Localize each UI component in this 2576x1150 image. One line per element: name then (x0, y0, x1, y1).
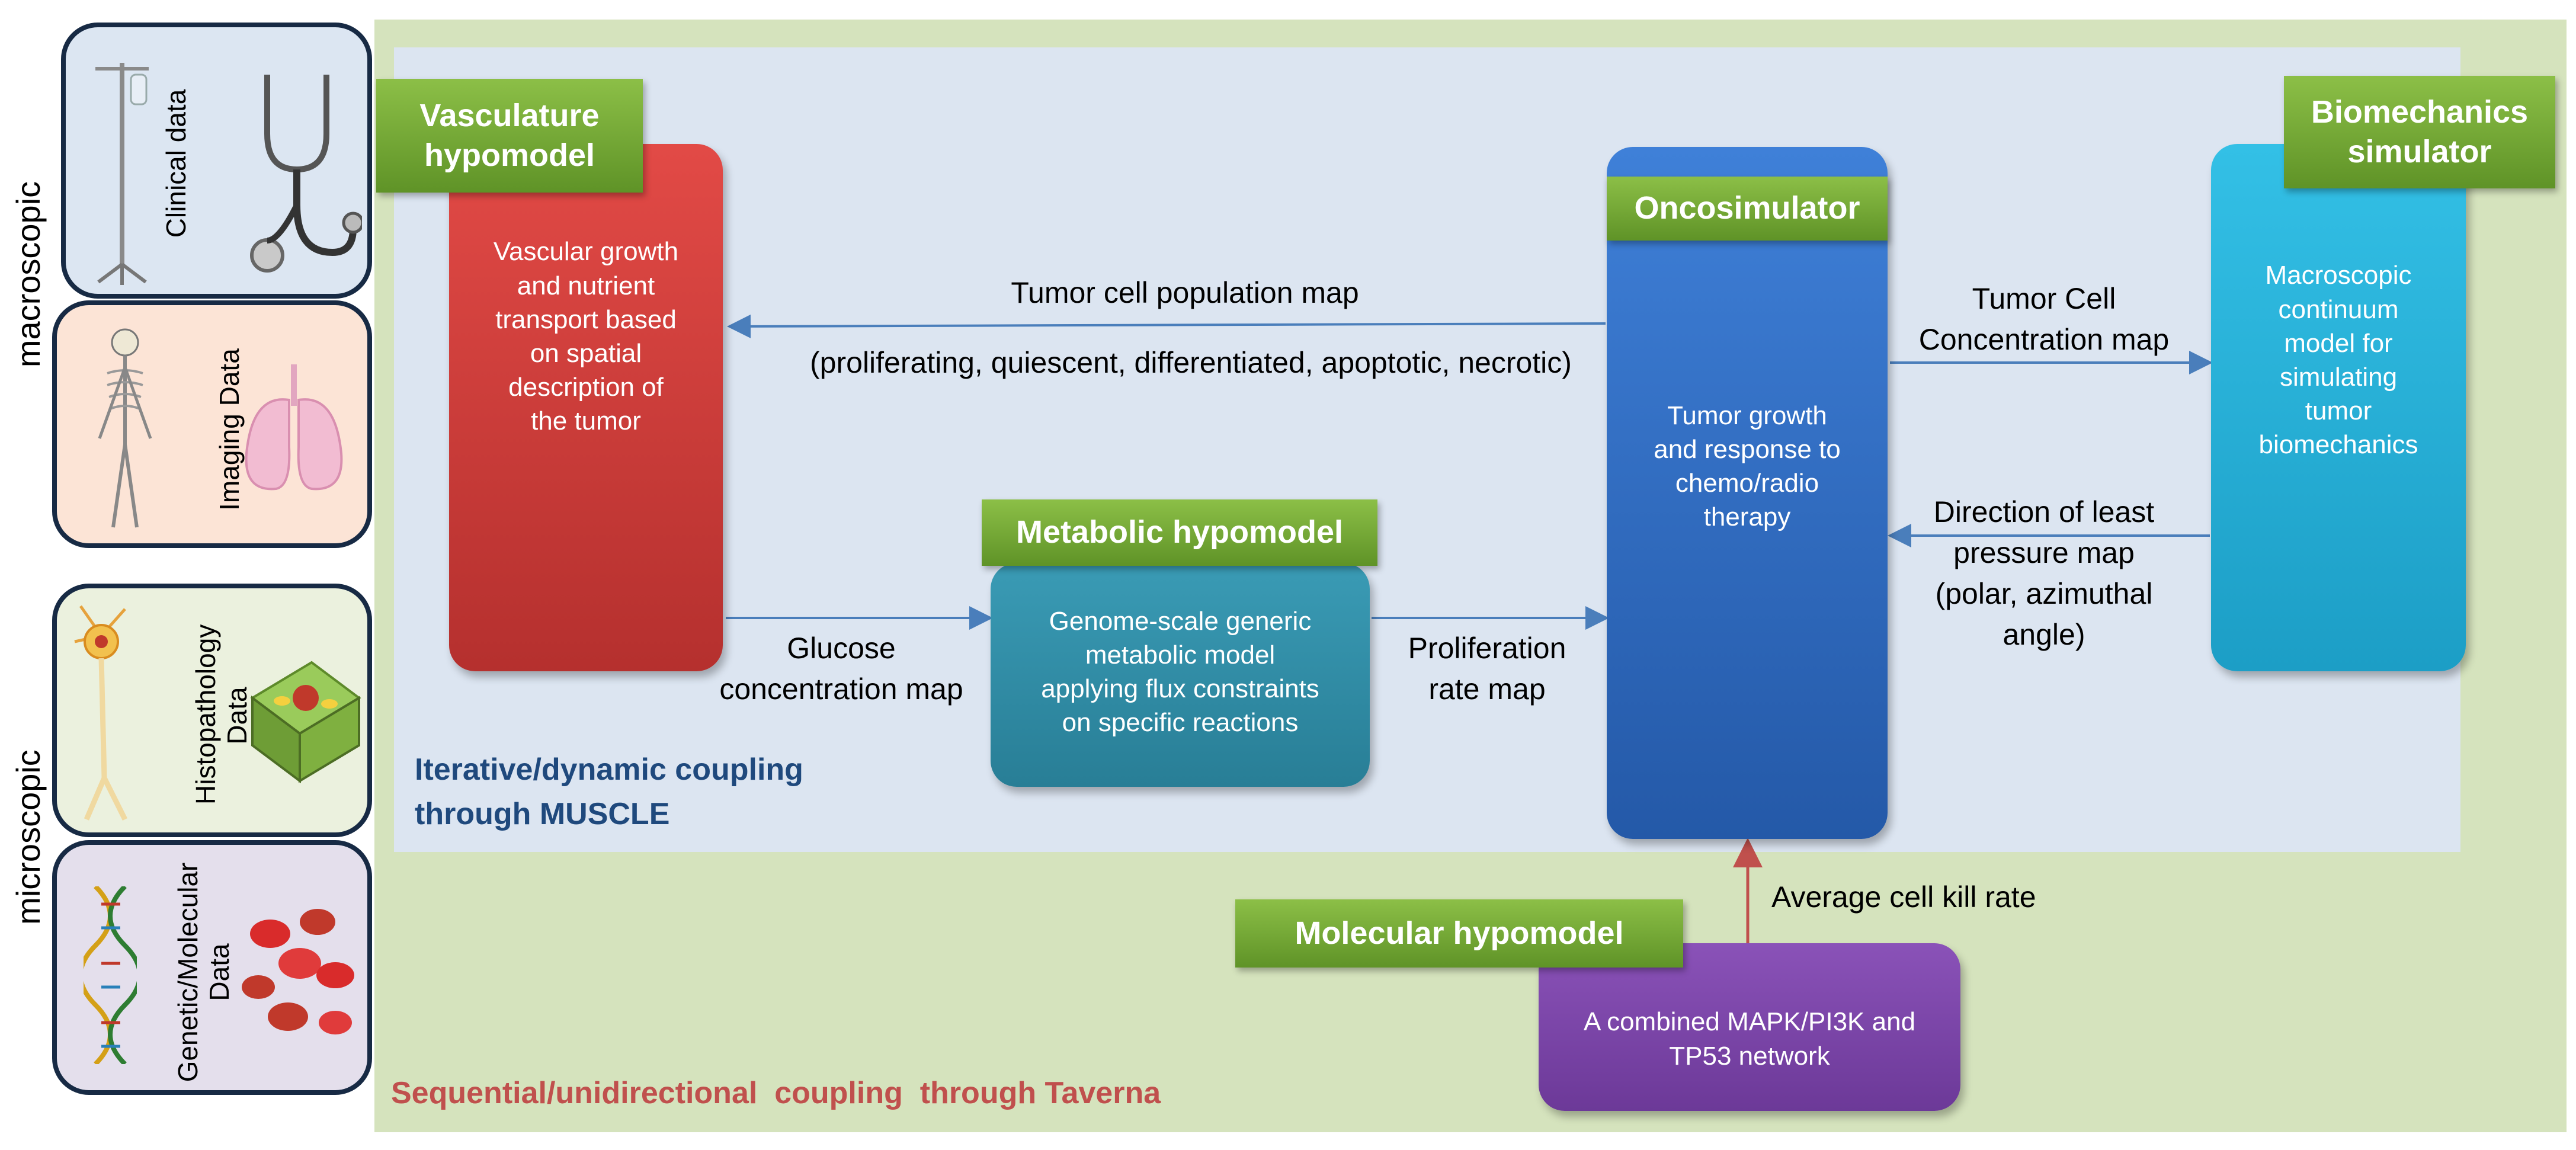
lungs-icon (245, 364, 343, 491)
molecular-box: A combined MAPK/PI3K and TP53 network (1539, 943, 1960, 1111)
tumor-population-arrow (727, 314, 1606, 338)
sequential-coupling-label: Sequential/unidirectional coupling throu… (391, 1076, 1161, 1110)
metabolic-title: Metabolic hypomodel (982, 499, 1377, 566)
stethoscope-icon (250, 75, 362, 273)
tumor-population-label: Tumor cell population map (1011, 276, 1359, 309)
imaging-data-card: Imaging Data (52, 300, 372, 548)
oncosimulator-description: Tumor growth and response to chemo/radio… (1654, 401, 1841, 532)
biomechanics-description: Macroscopic continuum model for simulati… (2258, 261, 2418, 460)
metabolic-description: Genome-scale generic metabolic model app… (1041, 606, 1319, 738)
genetic-data-card: Genetic/Molecular Data (52, 840, 372, 1095)
iv-stand-icon (95, 63, 149, 285)
skeleton-icon (98, 328, 152, 528)
tumor-population-detail: (proliferating, quiescent, differentiate… (810, 346, 1572, 379)
histopathology-data-card: Histopathology Data (52, 584, 372, 837)
molecular-description: A combined MAPK/PI3K and TP53 network (1583, 1007, 1916, 1071)
oncosimulator-title: Oncosimulator (1607, 177, 1888, 241)
dna-icon (84, 886, 137, 1064)
vasculature-description: Vascular growth and nutrient transport b… (493, 237, 679, 436)
vasculature-box: Vascular growth and nutrient transport b… (449, 144, 723, 671)
metabolic-box: Genome-scale generic metabolic model app… (991, 563, 1370, 787)
iterative-coupling-region (394, 47, 2460, 852)
cell-kill-label: Average cell kill rate (1771, 880, 2036, 914)
blood-cells-icon (242, 909, 354, 1034)
cell-icon (250, 661, 361, 783)
clinical-data-card: Clinical data (61, 23, 372, 299)
oncosimulator-box: Tumor growth and response to chemo/radio… (1607, 147, 1888, 839)
molecular-title: Molecular hypomodel (1235, 899, 1683, 968)
neuron-icon (74, 605, 128, 821)
biomechanics-box: Macroscopic continuum model for simulati… (2211, 144, 2466, 671)
